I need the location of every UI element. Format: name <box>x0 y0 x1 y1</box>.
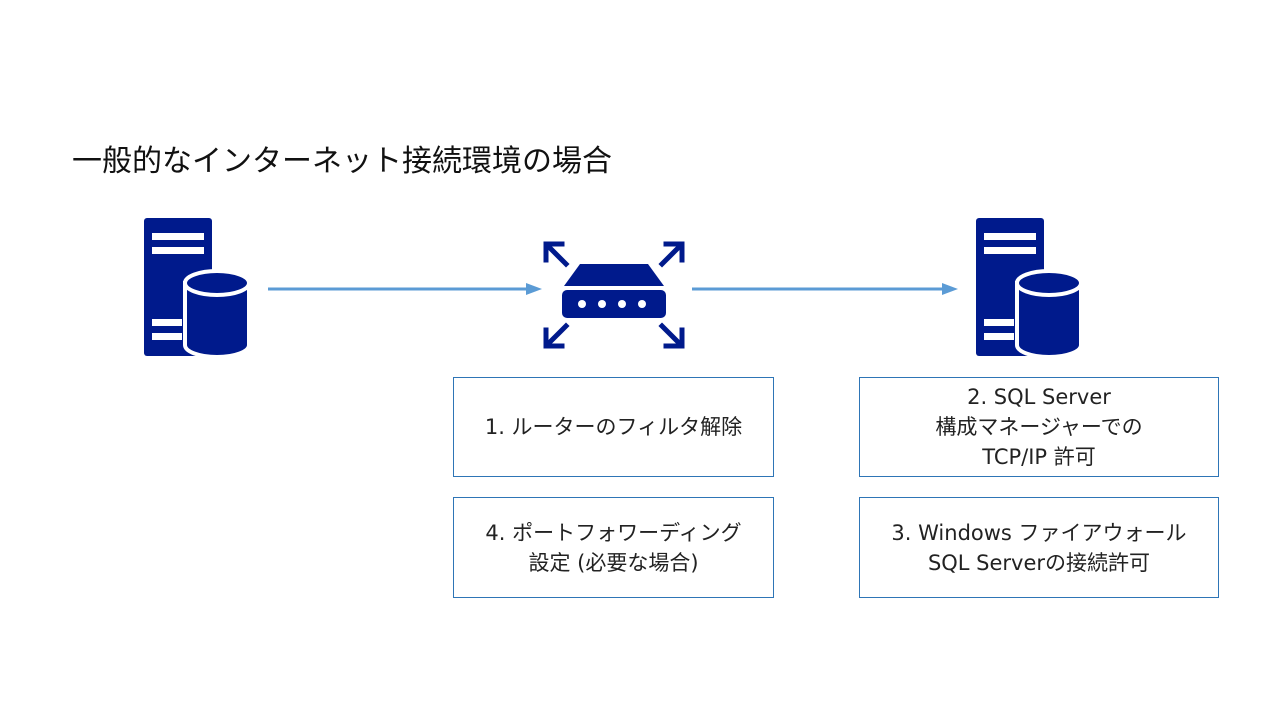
server-database-icon <box>976 218 1083 359</box>
step-box-port-forwarding: 4. ポートフォワーディング 設定 (必要な場合) <box>453 497 774 598</box>
connection-arrow <box>268 283 542 295</box>
step-text: 3. Windows ファイアウォール <box>891 520 1187 545</box>
step-text: 1. ルーターのフィルタ解除 <box>484 415 743 439</box>
step-text: 設定 (必要な場合) <box>528 550 699 575</box>
step-text: 4. ポートフォワーディング <box>485 520 742 545</box>
step-text: 構成マネージャーでの <box>935 415 1143 439</box>
connection-arrow <box>692 283 958 295</box>
step-box-sql-config: 2. SQL Server 構成マネージャーでの TCP/IP 許可 <box>859 377 1219 477</box>
server-database-icon <box>144 218 251 359</box>
step-text: 2. SQL Server <box>967 385 1111 409</box>
step-text: TCP/IP 許可 <box>982 445 1096 469</box>
router-icon <box>543 241 685 349</box>
step-box-windows-firewall: 3. Windows ファイアウォール SQL Serverの接続許可 <box>859 497 1219 598</box>
step-text: SQL Serverの接続許可 <box>927 550 1151 575</box>
page-title: 一般的なインターネット接続環境の場合 <box>72 144 612 179</box>
step-box-router-filter: 1. ルーターのフィルタ解除 <box>453 377 774 477</box>
